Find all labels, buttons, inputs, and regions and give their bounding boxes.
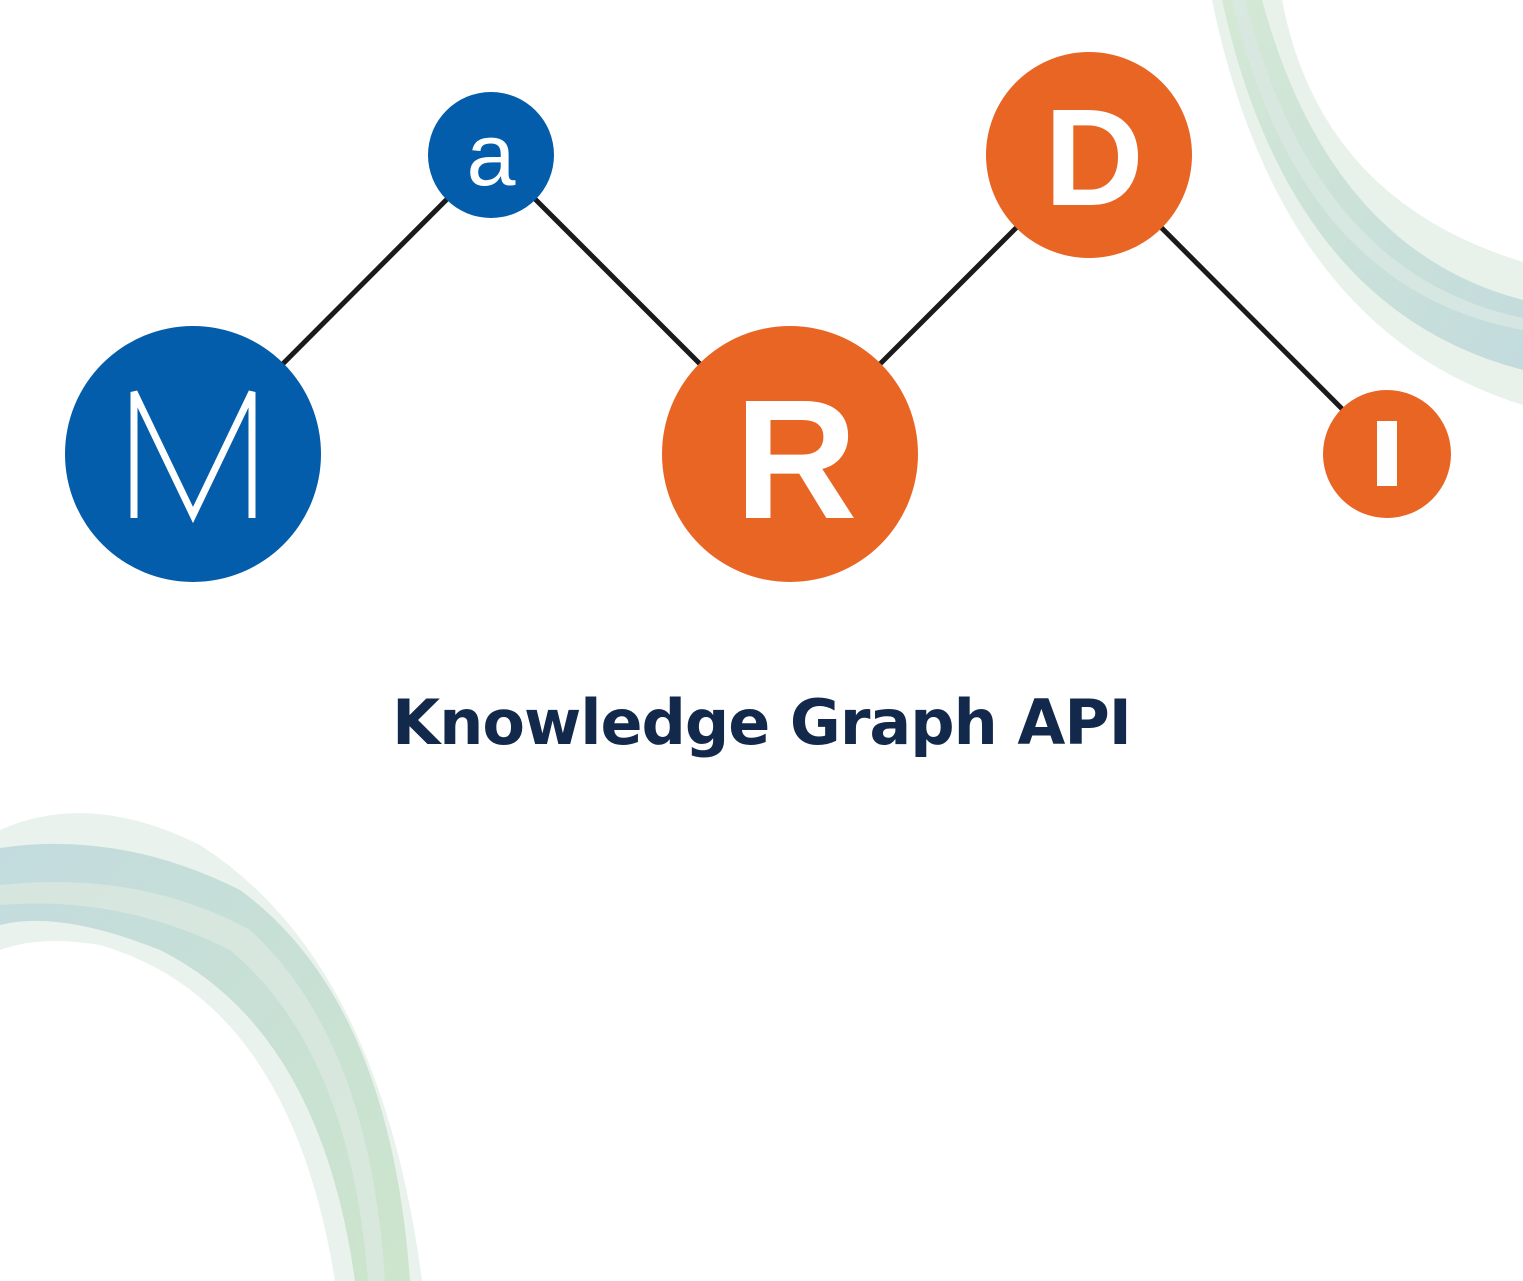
logo-node-a: a [428,92,554,218]
logo-node-d: D [986,52,1192,258]
svg-text:a: a [467,105,516,204]
decorative-arc-bottom-left [0,813,422,1281]
decorative-arc-top-right [1212,0,1523,405]
logo-node-i [1323,390,1451,518]
svg-text:D: D [1044,81,1144,235]
logo-node-m [65,326,321,582]
page-title: Knowledge Graph API [392,686,1132,759]
logo-node-r: R [662,326,918,582]
madri-logo: a R D [65,52,1451,582]
svg-text:R: R [735,365,858,555]
